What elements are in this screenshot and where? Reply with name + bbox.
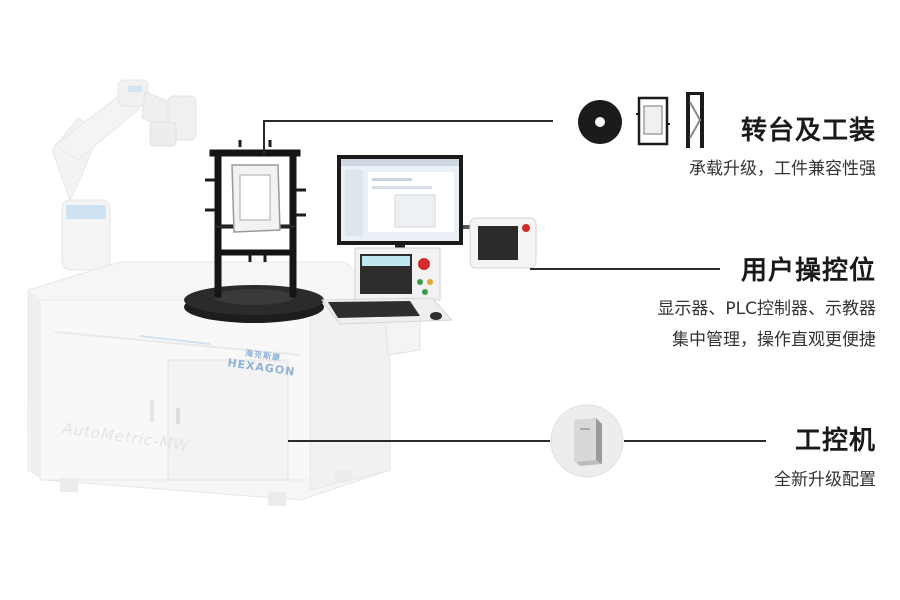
callout-line-console [530, 268, 720, 270]
feature-desc-ipc: 全新升级配置 [774, 470, 876, 490]
fixture-frame [205, 140, 306, 298]
turntable [184, 285, 324, 323]
feature-desc-console-line1: 显示器、PLC控制器、示教器 [657, 299, 876, 319]
fixture-rack-icon [686, 92, 704, 148]
monitor [337, 155, 463, 251]
turntable-disc-icon [578, 100, 622, 144]
teach-pendant [463, 217, 537, 269]
robot-arm [51, 79, 197, 271]
feature-desc-console-line2: 集中管理，操作直观更便捷 [672, 330, 876, 350]
feature-title-console: 用户操控位 [740, 256, 876, 286]
fixture-frame-icon [636, 96, 670, 146]
control-panel [354, 247, 441, 301]
feature-desc-turntable: 承载升级，工件兼容性强 [689, 159, 876, 179]
callout-line-turntable-v [263, 120, 265, 154]
feature-title-turntable: 转台及工装 [740, 116, 876, 146]
callout-line-turntable [263, 120, 553, 122]
keyboard-shelf [321, 297, 454, 325]
callout-line-ipc-left [288, 440, 550, 442]
industrial-pc-icon [550, 404, 624, 478]
cabinet [27, 261, 421, 506]
callout-line-ipc-right [624, 440, 766, 442]
feature-title-ipc: 工控机 [794, 426, 876, 456]
